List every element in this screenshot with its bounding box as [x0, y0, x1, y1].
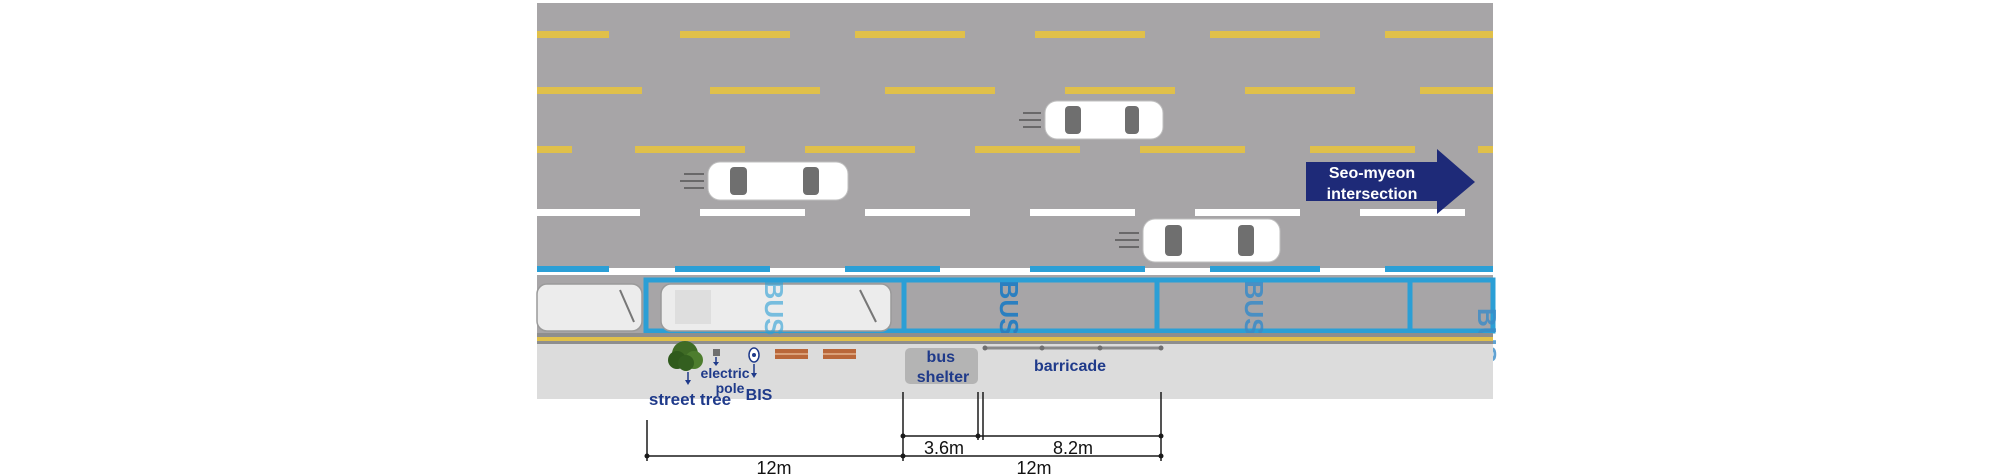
street-tree-pointer-head [685, 380, 691, 385]
electric-pole-label-line1: electric [701, 365, 750, 381]
dimension-barricade-length: 8.2m [1053, 438, 1093, 458]
bus-shelter-label: bus shelter [917, 349, 969, 386]
bus-letter: BUS [1239, 281, 1269, 336]
bis-icon [748, 347, 760, 363]
bus-center: BUS [660, 281, 892, 336]
electric-pole-icon [713, 349, 720, 356]
bus-left-partial [536, 283, 643, 332]
street-tree-icon [668, 341, 703, 371]
dimension-bottom-right: 12m [1016, 458, 1051, 475]
bus-lane-text-2: BUS [1239, 281, 1269, 336]
bis-pointer-head [751, 373, 757, 378]
bus-shelter-label-line2: shelter [917, 369, 969, 386]
bis-label: BIS [746, 387, 773, 404]
electric-pole-label: electric pole [701, 365, 754, 396]
barricade [982, 345, 1164, 351]
dimension-ticks [644, 433, 1164, 459]
curb-yellow [537, 337, 1493, 341]
bus-shelter-shape [905, 348, 978, 384]
car-middle [680, 161, 849, 201]
direction-arrow-sign: Seo-myeon intersection [1306, 149, 1475, 214]
direction-sign-line2: intersection [1327, 186, 1418, 203]
electric-pole-pointer-head [713, 362, 719, 366]
electric-pole-label-line2: pole [716, 380, 745, 396]
bus-letter-overlay: BUS [759, 281, 789, 336]
car-bottom [1115, 218, 1281, 263]
bench-icon-1 [775, 349, 808, 359]
dimension-shelter-width: 3.6m [924, 438, 964, 458]
yellow-lane-markings [537, 31, 1493, 153]
barricade-label: barricade [1034, 358, 1106, 375]
bus-lane-text-1: BUS [994, 281, 1024, 336]
street-tree-label: street tree [649, 390, 731, 409]
bus-lane-dashes [537, 266, 1493, 272]
road-surface [537, 3, 1493, 268]
bus-letter: BUS [994, 281, 1024, 336]
direction-arrow [1306, 149, 1475, 214]
direction-sign-line1: Seo-myeon [1329, 165, 1415, 182]
dimension-bottom-left: 12m [756, 458, 791, 475]
car-top [1019, 100, 1164, 140]
curb-gray [537, 333, 1493, 337]
white-lane-markings [537, 209, 1465, 216]
bus-shelter-label-line1: bus [927, 349, 956, 366]
curb-gray-2 [537, 341, 1493, 344]
bench-icon-2 [823, 349, 856, 359]
